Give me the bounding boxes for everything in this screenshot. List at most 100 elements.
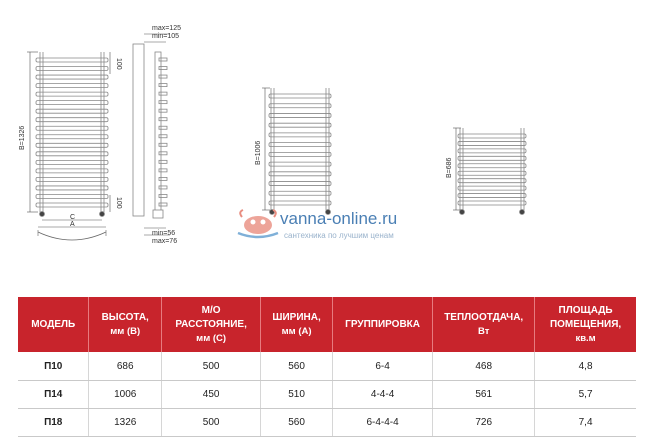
a-dimension-label: A (70, 221, 75, 228)
radiator-rung (268, 142, 332, 148)
cell-center-distance: 500 (161, 352, 262, 381)
radiator-rung (457, 148, 527, 154)
radiator-rung (268, 93, 332, 99)
technical-drawings: B=1326 100 100 C A max=125 min=105 min=5… (19, 25, 527, 245)
radiator-rung (35, 202, 109, 208)
cell-width: 510 (260, 380, 333, 409)
radiator-rung (268, 132, 332, 138)
radiator-p18-front-view (35, 52, 109, 241)
watermark-tagline: сантехника по лучшим ценам (284, 231, 394, 240)
radiator-rung (35, 57, 109, 63)
radiator-rung (35, 117, 109, 123)
radiator-rung (457, 193, 527, 198)
radiator-p18-side-view (132, 43, 168, 219)
side-rung (158, 117, 168, 122)
max-wall-label: max=76 (152, 238, 177, 245)
cell-center-distance: 450 (161, 380, 262, 409)
radiator-rung (35, 194, 109, 199)
radiator-rung (457, 170, 527, 176)
crab-logo-icon (237, 209, 279, 239)
radiator-rung (35, 168, 109, 174)
radiator-rung (457, 185, 527, 191)
radiator-rung (268, 171, 332, 177)
table-row: П10 686 500 560 6-4 468 4,8 (18, 352, 636, 381)
table-row: П18 1326 500 560 6-4-4-4 726 7,4 (18, 408, 636, 437)
radiator-p10-front-view (457, 128, 527, 215)
side-rung (158, 108, 168, 113)
max-distance-label: max=125 (152, 25, 181, 32)
radiator-rung (457, 163, 527, 169)
radiator-rung (35, 134, 109, 140)
radiator-rung (35, 177, 109, 182)
header-center-distance: М/О РАССТОЯНИЕ,мм (С) (161, 297, 262, 352)
side-rung (158, 74, 168, 79)
side-rung (158, 159, 168, 164)
min-wall-label: min=56 (152, 230, 175, 237)
specs-table: МОДЕЛЬ ВЫСОТА,мм (В) М/О РАССТОЯНИЕ,мм (… (18, 297, 636, 437)
radiator-rung (35, 185, 109, 191)
radiator-rung (457, 200, 527, 206)
table-header-row: МОДЕЛЬ ВЫСОТА,мм (В) М/О РАССТОЯНИЕ,мм (… (18, 297, 636, 352)
radiator-rung (35, 125, 109, 131)
header-room-area: ПЛОЩАДЬ ПОМЕЩЕНИЯ,кв.м (534, 297, 636, 352)
dimension-lines-p18 (27, 51, 111, 228)
side-rung (158, 151, 168, 156)
side-rung (158, 168, 168, 173)
side-rung (158, 177, 168, 181)
radiator-rung (268, 151, 332, 157)
cell-height: 1006 (88, 380, 162, 409)
header-grouping: ГРУППИРОВКА (332, 297, 434, 352)
radiator-rung (35, 83, 109, 88)
cell-room-area: 5,7 (534, 380, 636, 409)
radiator-rung (35, 66, 109, 71)
radiator-rung (35, 151, 109, 157)
height-label-p14: B=1006 (255, 141, 262, 165)
radiator-rung (268, 122, 332, 128)
header-model: МОДЕЛЬ (18, 297, 90, 352)
min-distance-label: min=105 (152, 33, 179, 40)
dimension-lines-p10 (453, 127, 461, 211)
cell-center-distance: 500 (161, 408, 262, 437)
table-row: П14 1006 450 510 4-4-4 561 5,7 (18, 380, 636, 409)
radiator-rung (35, 142, 109, 148)
header-width: ШИРИНА,мм (А) (260, 297, 333, 352)
cell-room-area: 4,8 (534, 352, 636, 381)
side-rung (158, 66, 168, 70)
cell-heat-output: 468 (432, 352, 536, 381)
dimension-lines-p14 (262, 87, 270, 211)
cell-model: П14 (18, 380, 90, 409)
c-dimension-label: C (70, 214, 75, 221)
radiator-rung (268, 181, 332, 186)
side-rung (158, 142, 168, 147)
cell-grouping: 4-4-4 (332, 380, 434, 409)
cell-room-area: 7,4 (534, 408, 636, 437)
cell-model: П10 (18, 352, 90, 381)
radiator-rung (457, 141, 527, 146)
cell-heat-output: 561 (432, 380, 536, 409)
radiator-rung (268, 190, 332, 196)
offset-top-label: 100 (115, 58, 122, 70)
radiator-rung (457, 178, 527, 184)
cell-grouping: 6-4 (332, 352, 434, 381)
side-rung (158, 100, 168, 105)
cell-grouping: 6-4-4-4 (332, 408, 434, 437)
dimension-lines-side (144, 33, 170, 236)
cell-model: П18 (18, 408, 90, 437)
side-rung (158, 125, 168, 130)
side-rung (158, 57, 168, 62)
radiator-rung (457, 155, 527, 161)
radiator-p14-front-view (268, 88, 332, 215)
watermark: vanna-online.ru сантехника по лучшим цен… (234, 205, 434, 245)
side-rung (158, 83, 168, 87)
cell-width: 560 (260, 408, 333, 437)
radiator-rung (35, 91, 109, 97)
side-rung (158, 91, 168, 96)
side-rung (158, 194, 168, 198)
radiator-rung (268, 200, 332, 206)
radiator-rung (268, 113, 332, 118)
radiator-rung (268, 103, 332, 109)
side-rung (158, 134, 168, 139)
header-heat-output: ТЕПЛООТДАЧА,Вт (432, 297, 536, 352)
radiator-rung (35, 108, 109, 114)
radiator-rung (268, 161, 332, 167)
